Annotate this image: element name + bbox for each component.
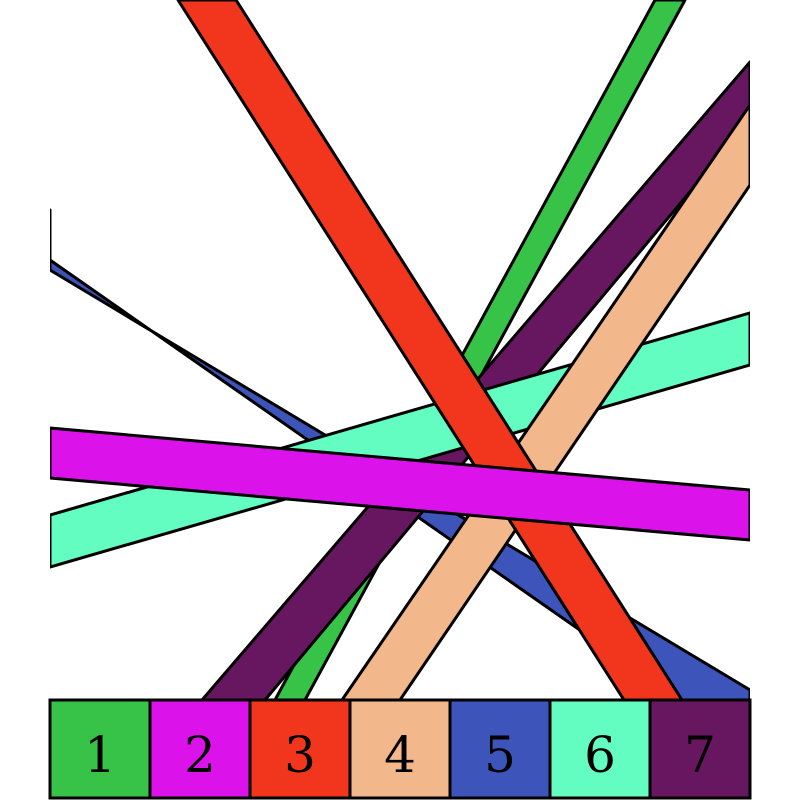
legend-label: 4	[384, 726, 416, 784]
legend-item-3: 3	[248, 698, 352, 800]
legend-item-6: 6	[548, 698, 652, 800]
legend-item-4: 4	[348, 698, 452, 800]
legend-row: 1 2 3 4 5 6 7	[48, 698, 752, 800]
legend-item-7: 7	[648, 698, 752, 800]
strips-layer	[50, 0, 750, 700]
legend-label: 5	[484, 726, 516, 784]
legend-item-1: 1	[48, 698, 152, 800]
legend-label: 7	[684, 726, 716, 784]
legend-label: 1	[84, 726, 116, 784]
strip-peach	[340, 103, 750, 700]
legend-item-5: 5	[448, 698, 552, 800]
legend-label: 2	[184, 726, 216, 784]
strip-magenta	[50, 426, 750, 542]
strip-blue	[50, 208, 750, 700]
legend-item-2: 2	[148, 698, 252, 800]
legend-label: 6	[584, 726, 616, 784]
legend-label: 3	[284, 726, 316, 784]
